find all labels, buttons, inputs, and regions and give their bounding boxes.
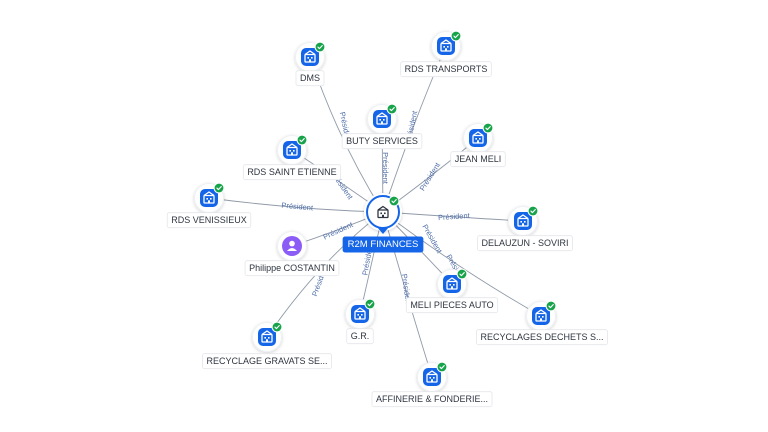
relation-label: Président	[438, 211, 471, 222]
node-rds-saint-etienne[interactable]: RDS SAINT ETIENNE	[242, 134, 342, 181]
node-jean-meli[interactable]: JEAN MELI	[450, 122, 506, 168]
node-label: Philippe COSTANTIN	[249, 263, 335, 273]
verified-badge-icon	[314, 41, 326, 53]
relation-edge	[382, 211, 542, 317]
node-label: DMS	[300, 73, 320, 83]
node-label: MELI PIECES AUTO	[410, 300, 493, 310]
node-label: RDS SAINT ETIENNE	[247, 167, 336, 177]
node-label: RDS TRANSPORTS	[405, 64, 488, 74]
node-philippe-costantin[interactable]: Philippe COSTANTIN	[244, 231, 340, 277]
node-gr[interactable]: G.R.	[345, 298, 376, 345]
node-label: RECYCLAGE GRAVATS SE...	[206, 356, 327, 366]
node-label: BUTY SERVICES	[346, 136, 418, 146]
relation-edge	[208, 197, 384, 213]
verified-badge-icon	[364, 298, 376, 310]
verified-badge-icon	[436, 361, 448, 373]
node-affinerie-fonderie[interactable]: AFFINERIE & FONDERIE...	[371, 361, 493, 408]
verified-badge-icon	[213, 182, 225, 194]
verified-badge-icon	[450, 30, 462, 42]
node-label: G.R.	[351, 331, 370, 341]
relation-label: Président	[418, 160, 443, 192]
node-meli-pieces-auto[interactable]: MELI PIECES AUTO	[405, 268, 499, 314]
node-recyclage-gravats[interactable]: RECYCLAGE GRAVATS SE...	[202, 321, 332, 370]
node-delauzun-soviri[interactable]: DELAUZUN - SOVIRI	[477, 205, 573, 252]
relation-label: Président	[420, 223, 444, 256]
building-icon	[377, 205, 389, 219]
node-rds-venissieux[interactable]: RDS VENISSIEUX	[166, 182, 252, 229]
center-label: R2M FINANCES	[348, 239, 419, 250]
relation-label: Président	[281, 201, 314, 213]
verified-badge-icon	[545, 300, 557, 312]
relation-label: Président	[381, 152, 390, 185]
node-label: RDS VENISSIEUX	[171, 215, 247, 225]
verified-badge-icon	[388, 195, 400, 207]
node-buty-services[interactable]: BUTY SERVICES	[341, 103, 423, 150]
node-label: RECYCLAGES DECHETS S...	[480, 332, 603, 342]
center-node[interactable]: R2M FINANCES	[342, 193, 424, 253]
node-label: DELAUZUN - SOVIRI	[481, 238, 568, 248]
node-label: JEAN MELI	[455, 154, 502, 164]
node-recyclages-dechets[interactable]: RECYCLAGES DECHETS S...	[476, 300, 608, 346]
relation-edge	[382, 211, 433, 378]
verified-badge-icon	[482, 122, 494, 134]
verified-badge-icon	[296, 134, 308, 146]
node-label: AFFINERIE & FONDERIE...	[376, 394, 488, 404]
verified-badge-icon	[386, 103, 398, 115]
verified-badge-icon	[271, 321, 283, 333]
verified-badge-icon	[456, 268, 468, 280]
node-rds-transports[interactable]: RDS TRANSPORTS	[400, 30, 492, 78]
verified-badge-icon	[527, 205, 539, 217]
node-dms[interactable]: DMS	[295, 41, 326, 87]
